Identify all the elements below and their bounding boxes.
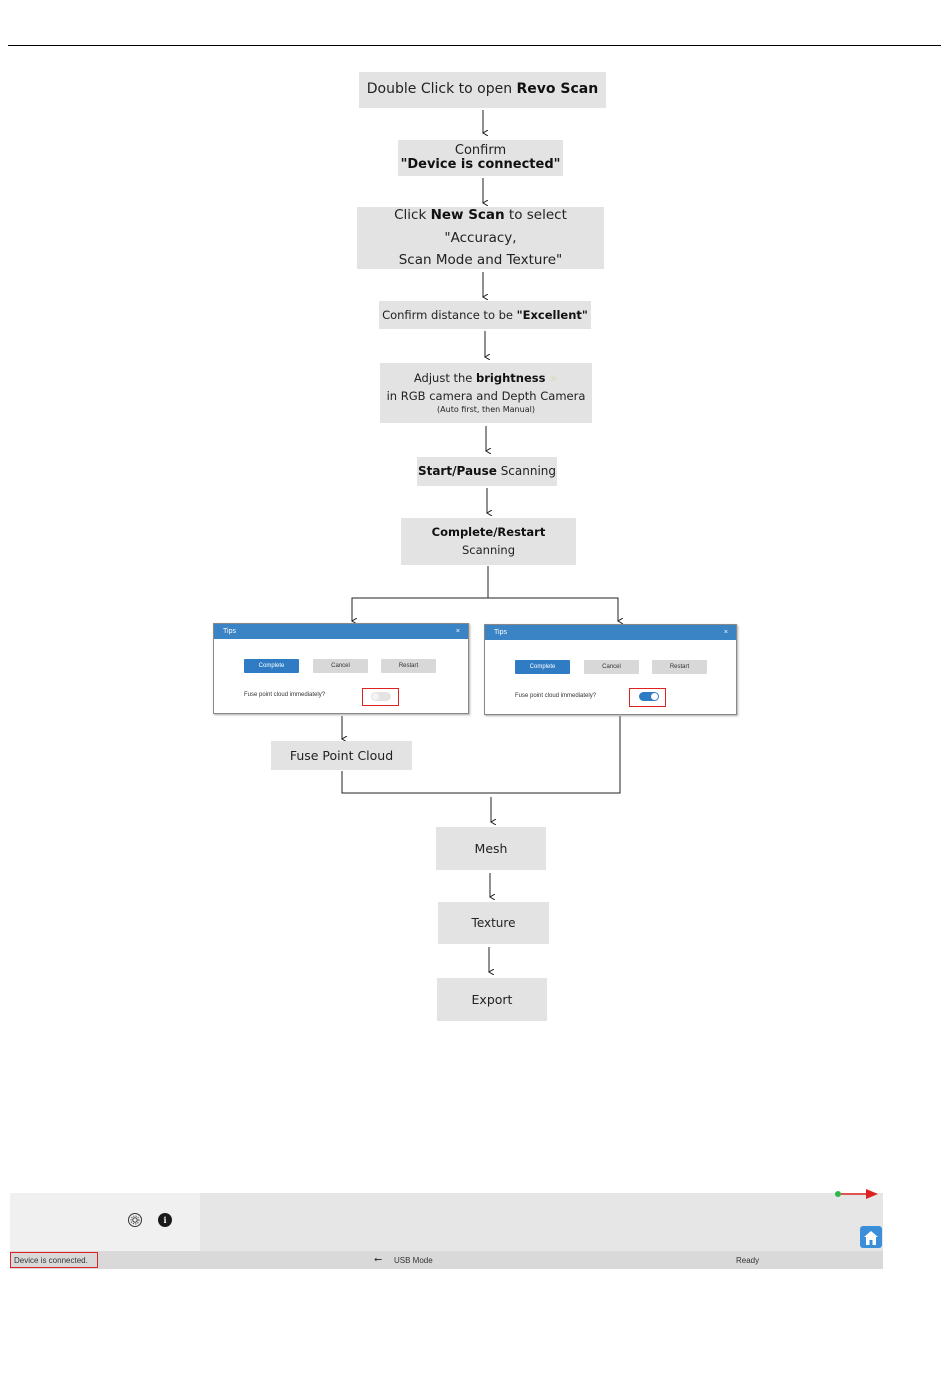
dialog-title: Tips	[494, 629, 507, 636]
step-start-pause: Start/Pause Scanning	[417, 457, 557, 486]
complete-button[interactable]: Complete	[515, 660, 570, 674]
step1-text: Double Click to open	[366, 81, 517, 98]
toggle-highlight	[629, 688, 666, 707]
toggle-knob	[372, 693, 379, 700]
step4-pre: Confirm distance to be	[382, 307, 517, 322]
step-export: Export	[437, 978, 547, 1021]
step6-bold: Start/Pause	[417, 464, 497, 478]
step5-pre: Adjust the	[413, 371, 477, 386]
sun-icon: ☼	[549, 374, 559, 386]
connection-status: Device is connected.	[14, 1256, 88, 1265]
top-rule	[8, 45, 941, 46]
connection-highlight	[10, 1252, 98, 1268]
export-text: Export	[471, 991, 513, 1007]
step-new-scan: Click New Scan to select "Accuracy, Scan…	[357, 207, 604, 269]
close-icon[interactable]: ×	[455, 628, 460, 635]
step-adjust-brightness: Adjust the brightness ☼ in RGB camera an…	[380, 363, 592, 423]
toggle-highlight	[362, 688, 399, 706]
step5-line3: (Auto first, then Manual)	[437, 405, 535, 415]
step2-line1: Confirm	[454, 142, 507, 158]
step-confirm-distance: Confirm distance to be "Excellent"	[379, 301, 591, 329]
step3-bold: New Scan	[430, 206, 505, 223]
restart-button[interactable]: Restart	[381, 659, 436, 673]
step1-bold: Revo Scan	[516, 81, 599, 98]
ready-status: Ready	[736, 1256, 760, 1265]
toggle-knob	[651, 693, 658, 700]
step3-line2: Scan Mode and Texture"	[398, 252, 563, 269]
complete-button[interactable]: Complete	[244, 659, 299, 673]
step7-line2: Scanning	[461, 542, 516, 557]
cancel-button[interactable]: Cancel	[313, 659, 368, 673]
step-fuse-point-cloud: Fuse Point Cloud	[271, 741, 412, 770]
dialog-title: Tips	[223, 628, 236, 635]
dialog-header: Tips ×	[214, 624, 468, 639]
step5-bold: brightness	[476, 371, 546, 386]
usb-mode: USB Mode	[394, 1256, 433, 1265]
mesh-text: Mesh	[474, 840, 508, 856]
fuse-toggle[interactable]	[639, 692, 659, 701]
close-icon[interactable]: ×	[723, 629, 728, 636]
step6-post: Scanning	[496, 464, 557, 478]
dialog-header: Tips ×	[485, 625, 736, 640]
step-open-revo-scan: Double Click to open Revo Scan	[359, 72, 606, 108]
corner-markers	[835, 1189, 878, 1199]
step3-pre: Click	[394, 206, 431, 223]
fuse-text: Fuse Point Cloud	[289, 747, 394, 763]
step3-post: to select "Accuracy,	[444, 206, 567, 246]
step-complete-restart: Complete/Restart Scanning	[401, 518, 576, 565]
settings-icon[interactable]	[128, 1213, 142, 1227]
home-icon[interactable]	[860, 1226, 882, 1248]
texture-text: Texture	[471, 915, 516, 930]
step-mesh: Mesh	[436, 827, 546, 870]
step-confirm-device: Confirm "Device is connected"	[398, 140, 563, 176]
usb-icon: ⭠	[374, 1254, 382, 1265]
info-icon[interactable]: i	[158, 1213, 172, 1227]
step7-bold: Complete/Restart	[431, 525, 546, 540]
tips-dialog-on: Tips × Complete Cancel Restart Fuse poin…	[484, 624, 737, 715]
fuse-toggle[interactable]	[371, 692, 391, 701]
restart-button[interactable]: Restart	[652, 660, 707, 674]
fuse-label: Fuse point cloud immediately?	[515, 693, 597, 699]
step-texture: Texture	[438, 902, 549, 944]
step2-line2: "Device is connected"	[400, 157, 561, 172]
cancel-button[interactable]: Cancel	[584, 660, 639, 674]
tips-dialog-off: Tips × Complete Cancel Restart Fuse poin…	[213, 623, 469, 714]
status-bar: Device is connected. ⭠ USB Mode Ready	[10, 1251, 883, 1269]
step5-line2: in RGB camera and Depth Camera	[386, 388, 586, 403]
fuse-label: Fuse point cloud immediately?	[244, 692, 326, 698]
step4-bold: "Excellent"	[516, 307, 588, 322]
